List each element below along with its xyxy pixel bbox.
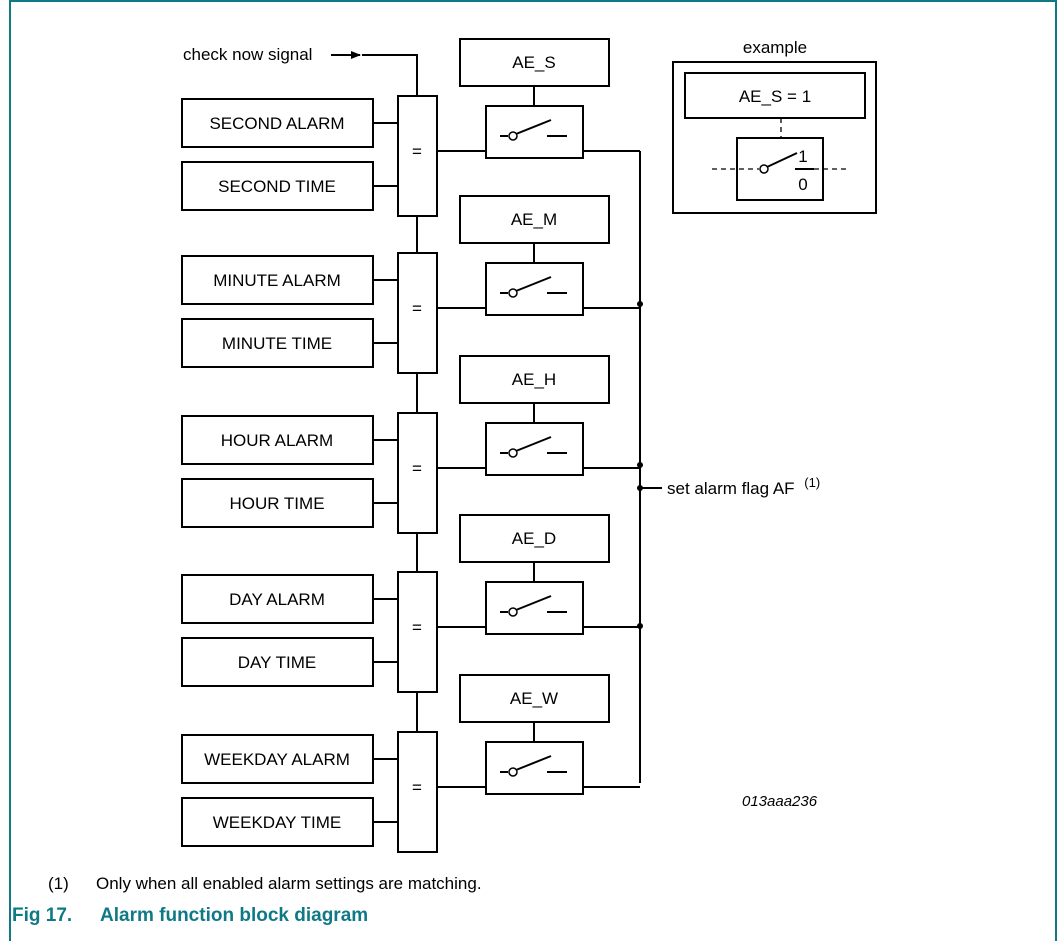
ae-d-switch-blade — [515, 595, 552, 611]
ae-s-comparator-symbol: = — [412, 142, 422, 161]
ae-d-time-label: DAY TIME — [238, 653, 316, 672]
ae-d-switch-pivot — [508, 607, 518, 617]
ae-w-switch-blade — [515, 755, 552, 771]
example-enable-label: AE_S = 1 — [739, 87, 811, 106]
example-switch-pivot — [759, 164, 769, 174]
footnote-text: Only when all enabled alarm settings are… — [96, 874, 482, 893]
ae-s-switch-blade — [515, 119, 552, 135]
ae-s-switch-box — [485, 105, 584, 159]
ae-m-switch-box — [485, 262, 584, 316]
ae-m-time-box — [181, 318, 374, 368]
ae-w-switch-pivot — [508, 767, 518, 777]
alarm-rows: SECOND ALARM SECOND TIME = AE_S MINUTE ALARM… — [181, 38, 640, 853]
output-label: set alarm flag AF (1) — [667, 475, 820, 498]
check-signal-wire — [362, 54, 418, 96]
bus-junction-minute — [637, 301, 643, 307]
ae-h-time-box — [181, 478, 374, 528]
figure-caption: Fig 17. Alarm function block diagram — [12, 905, 368, 927]
bus-junction-hour — [637, 462, 643, 468]
ae-h-enable-box — [459, 355, 610, 404]
ae-w-comparator — [397, 731, 438, 853]
check-signal-arrowhead — [351, 51, 361, 59]
ae-m-enable-box — [459, 195, 610, 244]
ae-s-enable-box — [459, 38, 610, 87]
footnote: (1) Only when all enabled alarm settings … — [48, 874, 482, 894]
output-label-text: set alarm flag AF — [667, 479, 795, 498]
ae-m-comparator — [397, 252, 438, 374]
ae-d-comparator-symbol: = — [412, 618, 422, 637]
figure-frame — [9, 0, 1057, 941]
ae-h-switch-box — [485, 422, 584, 476]
ae-m-time-label: MINUTE TIME — [222, 334, 332, 353]
example-switch-off: 0 — [798, 175, 807, 194]
ae-d-enable-label: AE_D — [512, 529, 556, 548]
ae-s-alarm-label: SECOND ALARM — [209, 114, 344, 133]
check-signal-label: check now signal — [183, 45, 312, 64]
ae-h-switch-blade — [515, 436, 552, 452]
ae-s-time-box — [181, 161, 374, 211]
ae-w-time-label: WEEKDAY TIME — [213, 813, 341, 832]
ae-s-comparator — [397, 95, 438, 217]
ae-w-switch-box — [485, 741, 584, 795]
example-switch-on: 1 — [798, 147, 807, 166]
ae-h-alarm-label: HOUR ALARM — [221, 431, 333, 450]
footnote-number: (1) — [48, 874, 69, 893]
ae-w-time-box — [181, 797, 374, 847]
ae-h-time-label: HOUR TIME — [229, 494, 324, 513]
ae-m-switch-pivot — [508, 288, 518, 298]
ae-h-enable-label: AE_H — [512, 370, 556, 389]
caption-number: Fig 17. — [12, 905, 73, 926]
ae-h-switch-pivot — [508, 448, 518, 458]
ae-w-enable-box — [459, 674, 610, 723]
ae-m-switch-blade — [515, 276, 552, 292]
ae-m-alarm-label: MINUTE ALARM — [213, 271, 341, 290]
ae-s-enable-label: AE_S — [512, 53, 555, 72]
ae-d-comparator — [397, 571, 438, 693]
ae-d-alarm-label: DAY ALARM — [229, 590, 325, 609]
figure-id: 013aaa236 — [742, 793, 818, 810]
ae-d-switch-box — [485, 581, 584, 635]
bus-junction-day — [637, 623, 643, 629]
ae-s-switch-pivot — [508, 131, 518, 141]
ae-w-enable-label: AE_W — [510, 689, 558, 708]
ae-s-time-label: SECOND TIME — [218, 177, 336, 196]
example-enable-box — [684, 72, 866, 119]
caption-title: Alarm function block diagram — [100, 905, 369, 926]
ae-w-alarm-label: WEEKDAY ALARM — [204, 750, 350, 769]
ae-d-time-box — [181, 637, 374, 687]
ae-w-comparator-symbol: = — [412, 778, 422, 797]
ae-d-enable-box — [459, 514, 610, 563]
ae-m-enable-label: AE_M — [511, 210, 557, 229]
ae-h-comparator — [397, 412, 438, 534]
ae-w-alarm-box — [181, 734, 374, 784]
example-title: example — [743, 38, 807, 57]
ae-m-comparator-symbol: = — [412, 299, 422, 318]
output-footnote-ref: (1) — [804, 475, 820, 490]
ae-h-comparator-symbol: = — [412, 459, 422, 478]
example-switch-blade — [766, 152, 798, 168]
